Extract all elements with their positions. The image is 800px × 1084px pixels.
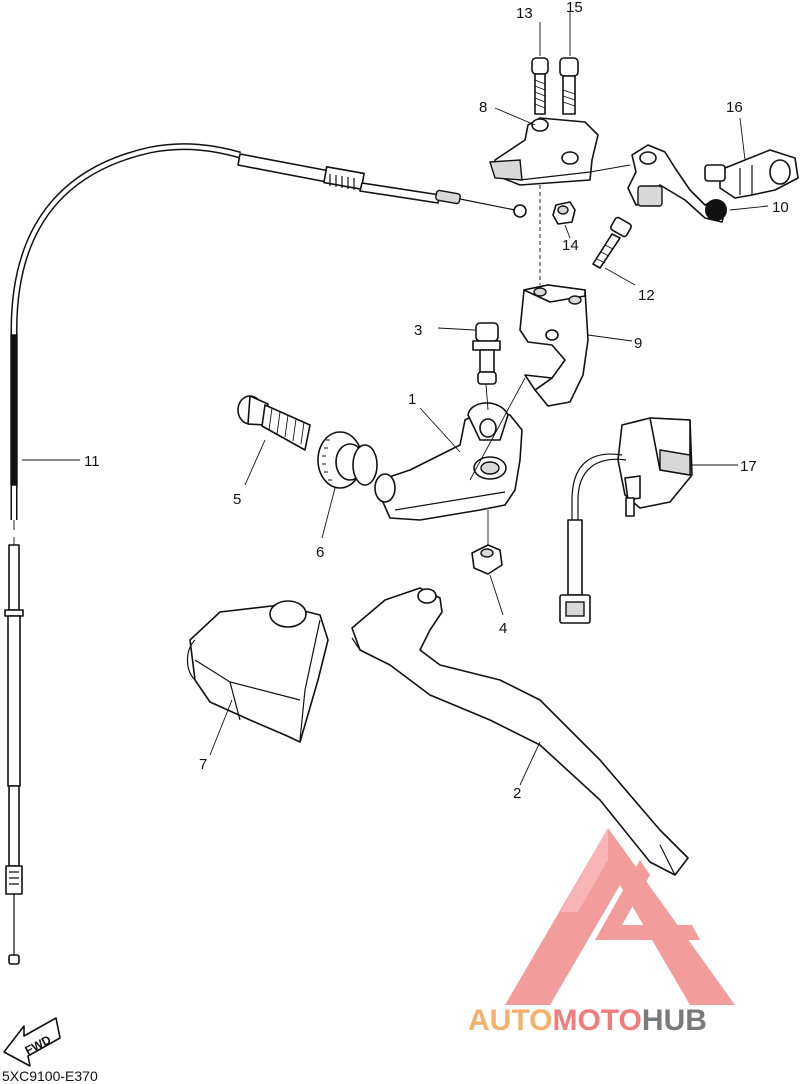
callout-15: 15 xyxy=(566,0,583,16)
nut-14[interactable] xyxy=(552,201,576,225)
callout-13: 13 xyxy=(516,5,533,22)
diagram-code: 5XC9100-E370 xyxy=(2,1068,98,1084)
hot-start-holder-16[interactable] xyxy=(704,149,799,199)
bolt-13[interactable] xyxy=(531,57,549,115)
clamp-9[interactable] xyxy=(519,284,589,407)
callout-11: 11 xyxy=(84,453,100,470)
callout-8: 8 xyxy=(479,99,487,116)
clutch-cable-11[interactable] xyxy=(4,143,527,965)
bolt-15[interactable] xyxy=(559,57,579,115)
bolt-3[interactable] xyxy=(472,322,501,385)
adjuster-bolt-5[interactable] xyxy=(237,395,311,451)
callout-6: 6 xyxy=(316,544,324,561)
brand-auto: AUTO xyxy=(468,1004,552,1037)
callout-1: 1 xyxy=(408,391,416,408)
lever-cover-7[interactable] xyxy=(186,600,329,743)
holder-8[interactable] xyxy=(489,117,599,186)
switch-17[interactable] xyxy=(559,417,693,624)
callout-17: 17 xyxy=(740,458,757,475)
lever-holder-1[interactable] xyxy=(374,402,523,521)
callout-3: 3 xyxy=(414,322,422,339)
callout-14: 14 xyxy=(562,237,579,254)
callout-labels: 13 15 8 16 10 14 12 3 9 1 11 17 5 6 4 7 … xyxy=(84,0,789,802)
callout-7: 7 xyxy=(199,756,207,773)
leader-lines xyxy=(22,12,769,786)
nut-4[interactable] xyxy=(471,544,503,575)
brand-moto: MOTO xyxy=(552,1004,641,1037)
hot-start-lever-10[interactable] xyxy=(627,144,727,223)
adjuster-nut-6[interactable] xyxy=(317,431,378,489)
callout-2: 2 xyxy=(513,785,521,802)
brand-hub: HUB xyxy=(642,1004,707,1037)
watermark-logo xyxy=(505,828,735,1005)
brand-wordmark: AUTOMOTOHUB xyxy=(468,1004,707,1037)
callout-12: 12 xyxy=(638,287,655,304)
clutch-lever-2[interactable] xyxy=(351,587,689,876)
callout-4: 4 xyxy=(499,620,507,637)
callout-16: 16 xyxy=(726,99,743,116)
screw-12[interactable] xyxy=(592,216,632,269)
callout-10: 10 xyxy=(772,199,789,216)
fwd-arrow: FWD xyxy=(3,1017,61,1067)
callout-9: 9 xyxy=(634,335,642,352)
callout-5: 5 xyxy=(233,491,241,508)
